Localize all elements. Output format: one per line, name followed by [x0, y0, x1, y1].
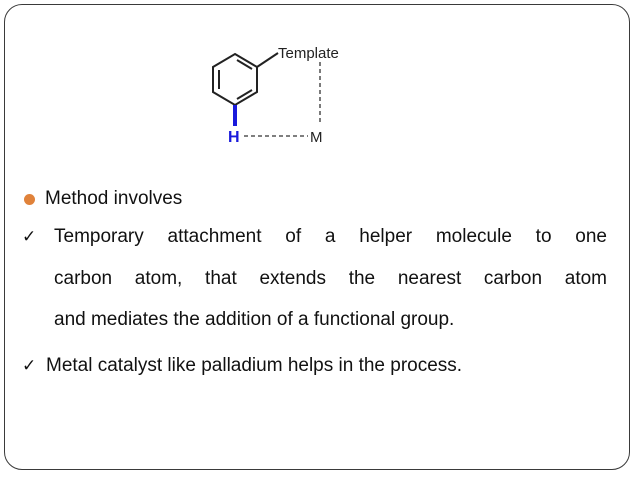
slide-frame [4, 4, 630, 470]
check-icon: ✓ [22, 227, 37, 247]
benzene-template-figure: Template H M [212, 45, 339, 146]
template-bond [256, 52, 279, 68]
benzene-ring [212, 52, 258, 107]
bullet-dot-icon [24, 193, 35, 205]
temporary-line-2: carbon atom, that extends the nearest ca… [54, 268, 607, 289]
slide-content: Method involves ✓Temporary attachment of… [22, 182, 607, 386]
m-label: M [310, 129, 323, 146]
template-label: Template [278, 45, 339, 62]
temporary-paragraph: ✓Temporary attachment of a helper molecu… [22, 216, 607, 340]
template-diagram: Template H M [190, 32, 370, 152]
metal-bullet: ✓ Metal catalyst like palladium helps in… [22, 346, 607, 386]
metal-text: Metal catalyst like palladium helps in t… [46, 355, 463, 376]
temporary-line-1: ✓Temporary attachment of a helper molecu… [22, 216, 607, 258]
check-icon: ✓ [22, 356, 37, 376]
method-text: Method involves [45, 188, 183, 209]
method-bullet: Method involves [22, 182, 607, 216]
temporary-line-3: and mediates the addition of a functiona… [54, 309, 455, 330]
h-label: H [228, 129, 240, 146]
